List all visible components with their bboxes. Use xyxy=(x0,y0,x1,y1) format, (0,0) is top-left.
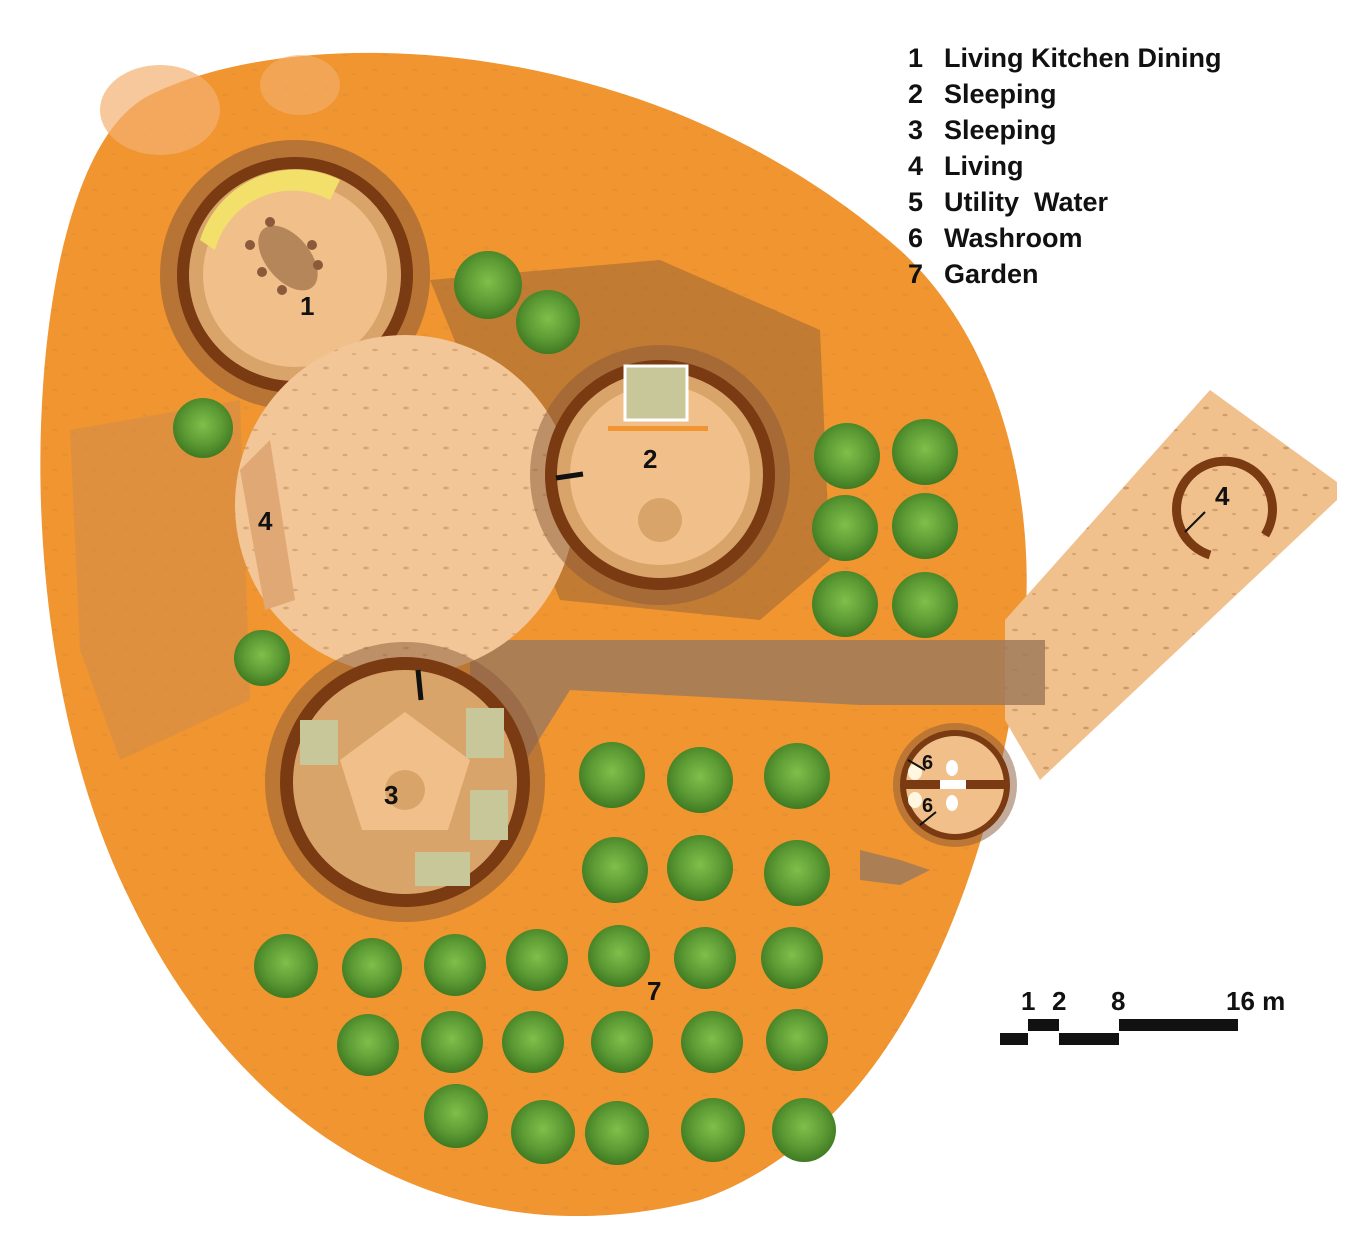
shrub xyxy=(892,419,958,485)
dining-table xyxy=(258,225,318,291)
room-label-2: 2 xyxy=(643,444,657,474)
room-label-4-annex: 4 xyxy=(1215,481,1230,511)
shrub xyxy=(585,1101,649,1165)
legend-number: 6 xyxy=(908,223,924,253)
shrub xyxy=(812,495,878,561)
shrub xyxy=(173,398,233,458)
room-label-3: 3 xyxy=(384,780,398,810)
shrub xyxy=(681,1098,745,1162)
shrub xyxy=(766,1009,828,1071)
legend-number: 1 xyxy=(908,43,924,73)
shrub xyxy=(667,747,733,813)
courtyard xyxy=(235,335,575,675)
pale-patch xyxy=(100,65,220,155)
bed xyxy=(470,790,508,840)
shadow-area xyxy=(70,400,250,760)
legend-number: 2 xyxy=(908,79,924,109)
shrub xyxy=(582,837,648,903)
shrub xyxy=(667,835,733,901)
scale-bar: 1 2 8 16 m xyxy=(1000,986,1285,1045)
shrub xyxy=(579,742,645,808)
room-label-1: 1 xyxy=(300,291,314,321)
legend-label: Utility Water xyxy=(944,187,1109,217)
shrub xyxy=(454,251,522,319)
legend-item: 1 Living Kitchen Dining xyxy=(908,40,1222,76)
shrub xyxy=(681,1011,743,1073)
shrub xyxy=(761,927,823,989)
legend-label: Sleeping xyxy=(944,79,1057,109)
hut-3 xyxy=(265,642,545,922)
bed xyxy=(300,720,338,765)
room-label-6-bottom: 6 xyxy=(922,795,933,817)
legend-item: 7 Garden xyxy=(908,256,1222,292)
legend-label: Washroom xyxy=(944,223,1083,253)
shrub xyxy=(511,1100,575,1164)
scale-label: 2 xyxy=(1052,986,1066,1016)
bed xyxy=(623,364,689,422)
shrub xyxy=(892,572,958,638)
shrub xyxy=(812,571,878,637)
legend-number: 4 xyxy=(908,151,924,181)
legend-item: 5 Utility Water xyxy=(908,184,1222,220)
shrub xyxy=(516,290,580,354)
shrub xyxy=(421,1011,483,1073)
shrub xyxy=(337,1014,399,1076)
room-label-4-main: 4 xyxy=(258,506,273,536)
pale-patch xyxy=(260,55,340,115)
shrub xyxy=(506,929,568,991)
shrub xyxy=(234,630,290,686)
shrub xyxy=(254,934,318,998)
shrub xyxy=(764,743,830,809)
legend-label: Living xyxy=(944,151,1024,181)
legend-item: 4 Living xyxy=(908,148,1222,184)
shrub xyxy=(502,1011,564,1073)
hut-2 xyxy=(530,345,790,605)
shrub xyxy=(814,423,880,489)
garden-shrubs xyxy=(173,251,958,1165)
shrub xyxy=(424,1084,488,1148)
legend-label: Garden xyxy=(944,259,1039,289)
washroom-hut xyxy=(893,723,1017,847)
bed xyxy=(466,708,504,758)
shrub xyxy=(764,840,830,906)
scale-label: 1 xyxy=(1021,986,1035,1016)
room-label-7: 7 xyxy=(647,976,661,1006)
legend-number: 5 xyxy=(908,187,924,217)
scale-label: 16 m xyxy=(1226,986,1285,1016)
legend-label: Living Kitchen Dining xyxy=(944,43,1222,73)
main-path xyxy=(470,640,1045,885)
legend-number: 3 xyxy=(908,115,924,145)
bed xyxy=(415,852,470,886)
legend-number: 7 xyxy=(908,259,924,289)
legend-item: 2 Sleeping xyxy=(908,76,1222,112)
shrub xyxy=(424,934,486,996)
shrub xyxy=(342,938,402,998)
room-label-6-top: 6 xyxy=(922,752,933,774)
shrub xyxy=(591,1011,653,1073)
legend-label: Sleeping xyxy=(944,115,1057,145)
scale-label: 8 xyxy=(1111,986,1125,1016)
legend-item: 3 Sleeping xyxy=(908,112,1222,148)
shrub xyxy=(772,1098,836,1162)
annex-hut xyxy=(1172,456,1277,560)
shrub xyxy=(588,925,650,987)
legend-item: 6 Washroom xyxy=(908,220,1222,256)
annex-plot-texture xyxy=(1005,390,1337,780)
shrub xyxy=(892,493,958,559)
shrub xyxy=(674,927,736,989)
